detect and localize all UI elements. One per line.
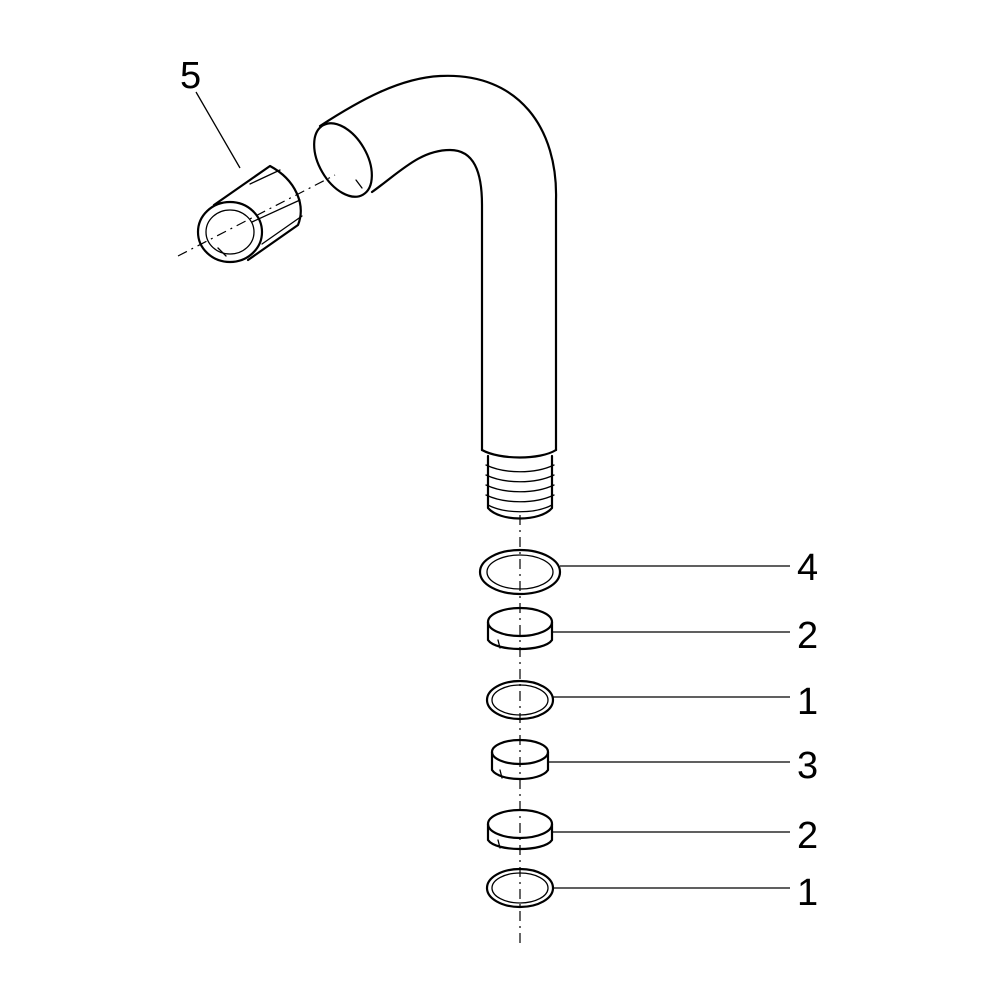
callout-1-lower: 1 bbox=[797, 872, 818, 914]
callout-5: 5 bbox=[180, 55, 201, 97]
spout-pipe bbox=[313, 74, 558, 459]
seal-ring-1-upper-part bbox=[485, 679, 555, 721]
leader-5 bbox=[195, 91, 241, 169]
callout-4: 4 bbox=[797, 547, 818, 589]
callout-1-upper: 1 bbox=[797, 681, 818, 723]
threaded-end bbox=[485, 454, 555, 520]
washer-4-part bbox=[478, 548, 562, 596]
callout-2-upper: 2 bbox=[797, 615, 818, 657]
adapter-5-part bbox=[196, 164, 303, 264]
sleeve-3-part bbox=[490, 738, 550, 780]
callout-3: 3 bbox=[797, 745, 818, 787]
clamp-ring-2-lower-part bbox=[486, 808, 554, 850]
callout-2-lower: 2 bbox=[797, 815, 818, 857]
clamp-ring-2-upper-part bbox=[486, 606, 554, 650]
